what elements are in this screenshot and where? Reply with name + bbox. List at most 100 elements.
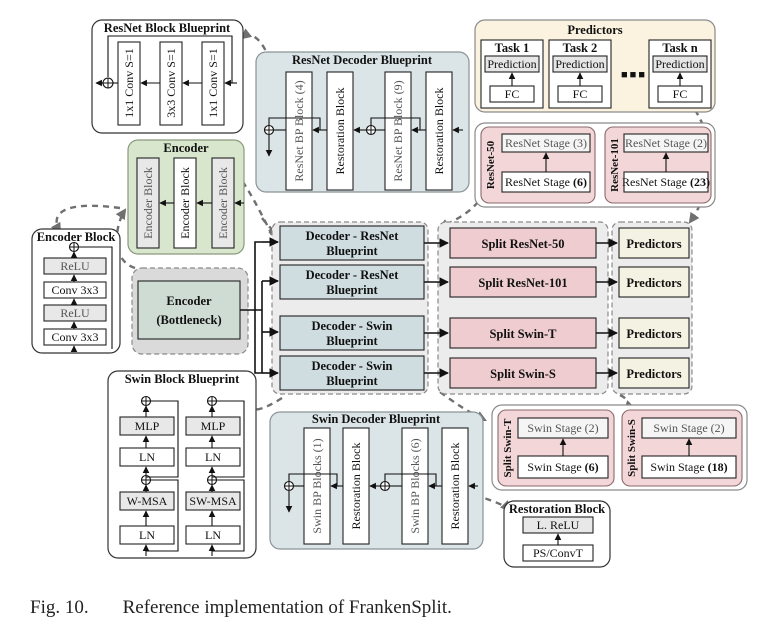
svg-text:FC: FC <box>505 87 520 101</box>
svg-text:Encoder Block: Encoder Block <box>216 167 230 239</box>
resnet-restoration-block-2 <box>425 71 453 191</box>
decoder-swin-1 <box>279 315 425 351</box>
svg-text:Task n: Task n <box>662 41 697 55</box>
resnet-restoration-block-1 <box>326 71 354 191</box>
svg-text:1x1 Conv S=1: 1x1 Conv S=1 <box>206 48 220 117</box>
split-resnet-101 <box>449 266 597 298</box>
svg-text:Restoration Block: Restoration Block <box>349 443 363 530</box>
swin-restoration-block-1 <box>342 427 370 545</box>
svg-text:ResNet-101: ResNet-101 <box>609 138 621 192</box>
svg-text:Blueprint: Blueprint <box>326 244 378 258</box>
swin-bp-blocks-6 <box>401 427 429 545</box>
split-swin-t <box>449 317 597 349</box>
svg-text:FC: FC <box>573 87 588 101</box>
predictors-box-2 <box>618 266 690 298</box>
svg-text:PS/ConvT: PS/ConvT <box>533 546 584 560</box>
svg-text:Prediction: Prediction <box>487 57 536 71</box>
svg-text:Conv 3x3: Conv 3x3 <box>51 330 98 344</box>
swin-restoration-block-2 <box>441 427 469 545</box>
svg-text:LN: LN <box>139 450 155 464</box>
swin-decoder-bp-title: Swin Decoder Blueprint <box>312 412 441 426</box>
svg-text:Decoder - ResNet: Decoder - ResNet <box>306 229 400 243</box>
encoder-bottleneck <box>137 280 241 340</box>
svg-text:Encoder: Encoder <box>166 294 212 308</box>
encoder-panel: Encoder Encoder Block Encoder Block Enco… <box>127 139 245 255</box>
svg-text:Decoder - Swin: Decoder - Swin <box>311 319 392 333</box>
svg-text:W-MSA: W-MSA <box>127 494 168 508</box>
swin-stages-panel: Split Swin-T Swin Stage (2) Swin Stage (… <box>491 404 748 491</box>
encoder-block-title: Encoder Block <box>37 230 116 244</box>
svg-text:Split ResNet-101: Split ResNet-101 <box>478 276 567 290</box>
svg-text:Split ResNet-50: Split ResNet-50 <box>482 237 565 251</box>
swin-block-bp-title: Swin Block Blueprint <box>125 372 240 386</box>
svg-text:Task 2: Task 2 <box>563 41 598 55</box>
svg-text:Restoration Block: Restoration Block <box>448 443 462 530</box>
resnet-decoder-bp-title: ResNet Decoder Blueprint <box>292 53 433 67</box>
svg-text:Restoration Block: Restoration Block <box>432 88 446 175</box>
task-n: Task n Prediction FC <box>648 39 712 109</box>
swin-decoder-blueprint: Swin Decoder Blueprint Swin BP Blocks (1… <box>269 411 484 550</box>
svg-text:Blueprint: Blueprint <box>326 283 378 297</box>
svg-text:Blueprint: Blueprint <box>326 334 378 348</box>
splits-group <box>437 221 609 395</box>
restoration-block-title: Restoration Block <box>509 502 605 516</box>
decoder-resnet-1 <box>279 225 425 261</box>
svg-text:Split Swin-S: Split Swin-S <box>626 419 638 477</box>
svg-text:Encoder Block: Encoder Block <box>178 167 192 239</box>
svg-text:ResNet Stage (23): ResNet Stage (23) <box>622 175 710 189</box>
svg-text:Decoder - ResNet: Decoder - ResNet <box>306 268 400 282</box>
svg-text:LN: LN <box>139 528 155 542</box>
svg-text:Swin Stage (2): Swin Stage (2) <box>653 421 724 435</box>
encoder-block-1 <box>136 157 160 249</box>
svg-text:3x3 Conv S=1: 3x3 Conv S=1 <box>164 48 178 117</box>
frankensplit-diagram: ResNet Block Blueprint 1x1 Conv S=1 3x3 … <box>31 19 748 568</box>
swin-block-blueprint: Swin Block Blueprint MLP LN W-MSA LN MLP… <box>107 370 257 559</box>
svg-text:Decoder - Swin: Decoder - Swin <box>311 359 392 373</box>
resnet-block-bp-title: ResNet Block Blueprint <box>104 21 231 35</box>
split-boxes: Split ResNet-50 Split ResNet-101 Split S… <box>449 227 597 389</box>
svg-text:ResNet BP Block (9): ResNet BP Block (9) <box>391 80 405 181</box>
resnet-bp-block-4 <box>285 71 313 191</box>
decoder-boxes: Decoder - ResNet Blueprint Decoder - Res… <box>279 225 425 391</box>
predictors-box-4 <box>618 357 690 389</box>
svg-text:Swin Stage (2): Swin Stage (2) <box>527 421 598 435</box>
decoder-swin-2 <box>279 355 425 391</box>
svg-text:ResNet BP Block (4): ResNet BP Block (4) <box>292 80 306 181</box>
svg-text:Swin Stage (18): Swin Stage (18) <box>650 460 727 474</box>
svg-text:ResNet-50: ResNet-50 <box>485 140 497 189</box>
svg-text:Predictors: Predictors <box>626 327 681 341</box>
svg-text:Restoration Block: Restoration Block <box>333 88 347 175</box>
svg-text:Split Swin-T: Split Swin-T <box>502 418 514 478</box>
svg-text:Conv 3x3: Conv 3x3 <box>51 283 98 297</box>
resnet-bp-block-9 <box>384 71 412 191</box>
svg-text:MLP: MLP <box>135 419 160 433</box>
encoder-title: Encoder <box>163 141 209 155</box>
svg-text:Swin BP Blocks (1): Swin BP Blocks (1) <box>310 438 324 533</box>
task-1: Task 1 Prediction FC <box>480 39 544 109</box>
svg-text:1x1 Conv S=1: 1x1 Conv S=1 <box>122 48 136 117</box>
predictors-group <box>611 221 693 395</box>
svg-text:ResNet Stage (2): ResNet Stage (2) <box>625 136 707 150</box>
predictors-box-1 <box>618 227 690 259</box>
svg-text:ReLU: ReLU <box>60 259 90 273</box>
svg-text:L. ReLU: L. ReLU <box>537 518 580 532</box>
figure-caption-text: Reference implementation of FrankenSplit… <box>122 597 452 618</box>
svg-text:Predictors: Predictors <box>626 276 681 290</box>
svg-text:SW-MSA: SW-MSA <box>189 494 237 508</box>
svg-text:ResNet Stage (6): ResNet Stage (6) <box>505 175 587 189</box>
tasks-ellipsis: ■■■ <box>621 69 647 81</box>
svg-text:ReLU: ReLU <box>60 306 90 320</box>
bottleneck-group: Encoder (Bottleneck) <box>131 267 249 355</box>
bottleneck-fanout <box>240 237 279 378</box>
svg-text:Encoder Block: Encoder Block <box>141 167 155 239</box>
svg-text:FC: FC <box>673 87 688 101</box>
svg-text:Split Swin-T: Split Swin-T <box>489 327 557 341</box>
predictors-box-3 <box>618 317 690 349</box>
figure-caption: Fig. 10. Reference implementation of Fran… <box>30 597 452 619</box>
svg-text:LN: LN <box>205 450 221 464</box>
split-to-predictor-arrows <box>596 238 618 378</box>
svg-text:Blueprint: Blueprint <box>326 374 378 388</box>
figure-label: Fig. 10. <box>30 597 89 618</box>
restoration-block-detail: Restoration Block L. ReLU PS/ConvT <box>503 500 611 568</box>
split-resnet-50 <box>449 227 597 259</box>
